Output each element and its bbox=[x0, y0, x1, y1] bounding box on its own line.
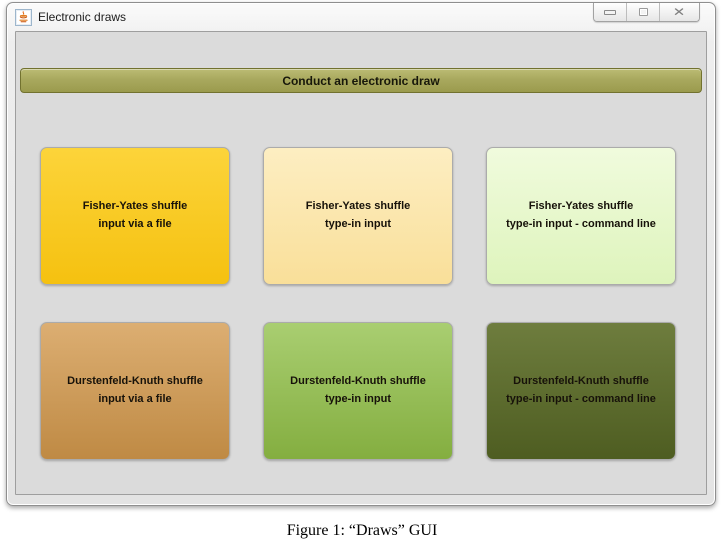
maximize-icon bbox=[638, 8, 648, 16]
button-label-line2: type-in input - command line bbox=[506, 393, 656, 405]
app-window: Electronic draws ✕ Conduct an electronic… bbox=[6, 2, 716, 506]
button-label-line1: Fisher-Yates shuffle bbox=[305, 200, 411, 213]
close-icon: ✕ bbox=[673, 5, 686, 19]
button-durstenfeld-knuth-typein[interactable]: Durstenfeld-Knuth shuffle type-in input bbox=[263, 322, 453, 460]
button-label-line1: Fisher-Yates shuffle bbox=[528, 200, 634, 213]
java-coffee-cup-icon bbox=[19, 11, 28, 23]
maximize-button[interactable] bbox=[627, 3, 660, 21]
titlebar[interactable]: Electronic draws ✕ bbox=[7, 3, 715, 31]
button-label-line1: Fisher-Yates shuffle bbox=[82, 200, 188, 213]
minimize-icon bbox=[604, 9, 616, 15]
button-label-line1: Durstenfeld-Knuth shuffle bbox=[513, 375, 649, 388]
window-controls: ✕ bbox=[593, 3, 700, 22]
content-panel: Conduct an electronic draw Fisher-Yates … bbox=[15, 31, 707, 495]
button-label-line2: type-in input bbox=[325, 218, 391, 230]
figure-caption: Figure 1: “Draws” GUI bbox=[286, 522, 438, 539]
button-fisher-yates-file[interactable]: Fisher-Yates shuffle input via a file bbox=[40, 147, 230, 285]
java-app-icon bbox=[15, 8, 32, 26]
button-fisher-yates-typein[interactable]: Fisher-Yates shuffle type-in input bbox=[263, 147, 453, 285]
button-label-line1: Durstenfeld-Knuth shuffle bbox=[290, 375, 426, 388]
button-durstenfeld-knuth-cmdline[interactable]: Durstenfeld-Knuth shuffle type-in input … bbox=[486, 322, 676, 460]
draw-button-grid: Fisher-Yates shuffle input via a file Fi… bbox=[40, 147, 676, 460]
button-label-line1: Durstenfeld-Knuth shuffle bbox=[67, 375, 203, 388]
button-label-line2: input via a file bbox=[98, 393, 172, 405]
button-label-line2: type-in input - command line bbox=[506, 218, 656, 230]
conduct-draw-header-button[interactable]: Conduct an electronic draw bbox=[20, 68, 702, 93]
button-durstenfeld-knuth-file[interactable]: Durstenfeld-Knuth shuffle input via a fi… bbox=[40, 322, 230, 460]
header-label: Conduct an electronic draw bbox=[282, 73, 440, 88]
minimize-button[interactable] bbox=[594, 3, 627, 21]
button-label-line2: type-in input bbox=[325, 393, 391, 405]
window-title: Electronic draws bbox=[38, 10, 127, 24]
button-label-line2: input via a file bbox=[98, 218, 172, 230]
button-fisher-yates-cmdline[interactable]: Fisher-Yates shuffle type-in input - com… bbox=[486, 147, 676, 285]
close-button[interactable]: ✕ bbox=[660, 3, 699, 21]
